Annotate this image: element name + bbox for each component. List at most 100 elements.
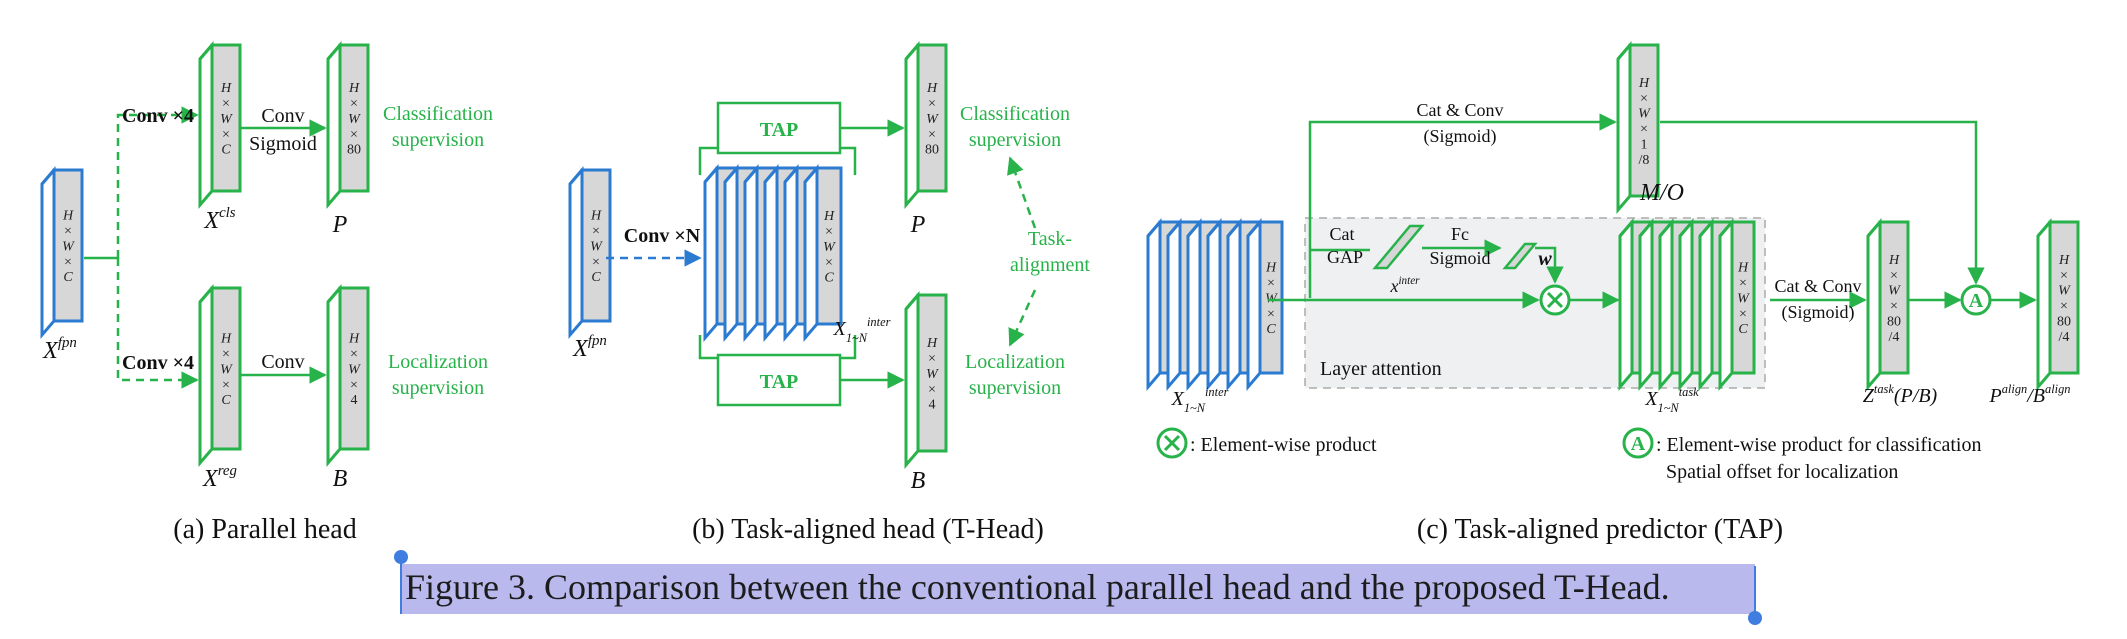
box-dim-text: × (928, 352, 936, 367)
label-z: Ztask(P/B) (1863, 382, 1938, 407)
legend-align-text-2: Spatial offset for localization (1666, 461, 1898, 483)
legend-product-symbol (1156, 427, 1188, 459)
box-dim-text: × (222, 347, 230, 362)
box-dim-text: × (592, 255, 600, 270)
box-dim-text: H (1737, 261, 1749, 276)
svg-text:A: A (1631, 433, 1646, 455)
tap-label-top: TAP (760, 119, 799, 141)
box-dim-text: W (2058, 284, 2071, 299)
box-dim-text: C (63, 270, 73, 285)
box-dim-text: 80 (2057, 315, 2071, 330)
text-selection-highlight (400, 564, 1755, 614)
box-dim-text: H (2058, 253, 2070, 268)
label-p-b: P (910, 212, 926, 238)
layer-attention-label: Layer attention (1320, 358, 1442, 380)
x-inter-stack-c-layer (1146, 217, 1184, 392)
box-dim-text: H (926, 336, 938, 351)
bracket-bottom-left (698, 335, 718, 360)
box-dim-text: × (64, 224, 72, 239)
box-dim-text: C (824, 271, 834, 286)
box-dim-text: C (221, 393, 231, 408)
box-dim-text: 80 (925, 143, 939, 158)
box-dim-text: × (1890, 268, 1898, 283)
label-align: Palign/Balign (1989, 382, 2071, 407)
bracket-bottom-right (840, 335, 857, 360)
loc-sup-b-2: supervision (969, 377, 1061, 399)
cat-conv-top-2: (Sigmoid) (1423, 126, 1496, 147)
box-dim-text: W (220, 362, 233, 377)
figure-caption[interactable]: Figure 3. Comparison between the convent… (405, 567, 1670, 607)
box-dim-text: H (1888, 253, 1900, 268)
conv-bottom-arrow-a (116, 258, 199, 389)
b-box-b: H×W×4 (904, 290, 948, 470)
box-dim-text: W (926, 367, 939, 382)
label-x-fpn-b: Xfpn (572, 333, 607, 362)
x-inter-stack-b-layer: H×W×C (803, 163, 843, 343)
conv-top-arrow-a (116, 106, 199, 258)
x-task-stack-layer: H×W×C (1718, 217, 1756, 392)
box-dim-text: H (348, 332, 360, 347)
box-dim-text: W (62, 239, 75, 254)
label-x-inter-b: X1~Ninter (833, 315, 891, 345)
box-dim-text: W (348, 112, 361, 127)
box-dim-text: × (64, 255, 72, 270)
cat-label: Cat (1330, 224, 1355, 244)
box-dim-text: × (2060, 299, 2068, 314)
gap-label: GAP (1327, 247, 1363, 267)
selection-end-handle[interactable] (1748, 611, 1762, 625)
input-fpn-box-a: H×W×C (40, 165, 84, 340)
box-dim-text: × (350, 127, 358, 142)
label-x-inter-c: X1~Ninter (1171, 385, 1229, 415)
box-dim-text: H (926, 81, 938, 96)
box-dim-text: × (222, 127, 230, 142)
align-symbol: A (1960, 284, 1992, 316)
input-fpn-box-b: H×W×C (568, 165, 612, 340)
box-dim-text: H (590, 209, 602, 224)
box-dim-text: H (220, 81, 232, 96)
box-dim-text: 80 (347, 143, 361, 158)
caption-a: (a) Parallel head (173, 514, 356, 545)
box-dim-text: × (2060, 268, 2068, 283)
box-dim-text: × (1640, 122, 1648, 137)
loc-sup-a-2: supervision (392, 377, 484, 399)
x-reg-box: H×W×C (198, 283, 242, 468)
w-label: w (1538, 248, 1552, 270)
box-dim-text: C (1266, 322, 1276, 337)
conv4-bottom-label: Conv ×4 (122, 352, 194, 374)
task-alignment-1: Task- (1028, 228, 1072, 250)
label-p-a: P (332, 212, 348, 238)
box-dim-text: C (1738, 322, 1748, 337)
box-dim-text: W (1737, 291, 1750, 306)
b-box-a: H×W×4 (326, 283, 370, 468)
cls-sup-b-1: Classification (960, 103, 1070, 125)
cls-sup-a-1: Classification (383, 103, 493, 125)
label-x-fpn-a: Xfpn (42, 335, 77, 364)
tap-box-bottom (716, 353, 842, 407)
mo-box: H×W×1/8 (1616, 40, 1660, 215)
box-dim-text: 1 (1641, 138, 1648, 153)
caption-b: (b) Task-aligned head (T-Head) (692, 514, 1044, 545)
legend-align-text-1: : Element-wise product for classificatio… (1656, 434, 1981, 456)
x-inter-vector (1372, 224, 1425, 270)
box-dim-text: × (222, 97, 230, 112)
selection-start-handle[interactable] (394, 550, 408, 564)
sigmoid-label-a: Sigmoid (249, 133, 317, 155)
p-box-a: H×W×80 (326, 40, 370, 210)
p-box-b: H×W×80 (904, 40, 948, 210)
box-dim-text: W (1888, 284, 1901, 299)
box-dim-text: C (221, 143, 231, 158)
z-box: H×W×80/4 (1866, 217, 1910, 392)
box-dim-text: H (1638, 76, 1650, 91)
tap-label-bottom: TAP (760, 371, 799, 393)
box-dim-text: × (1267, 276, 1275, 291)
w-vector (1502, 242, 1538, 270)
box-dim-text: × (825, 255, 833, 270)
box-dim-text: C (591, 270, 601, 285)
box-dim-text: H (823, 209, 835, 224)
cat-conv-top-1: Cat & Conv (1416, 100, 1503, 120)
box-dim-text: /4 (1889, 330, 1900, 345)
cat-conv-top-arrow (1308, 113, 1617, 298)
box-dim-text: × (825, 225, 833, 240)
alignment-arrow-down (1008, 289, 1037, 347)
